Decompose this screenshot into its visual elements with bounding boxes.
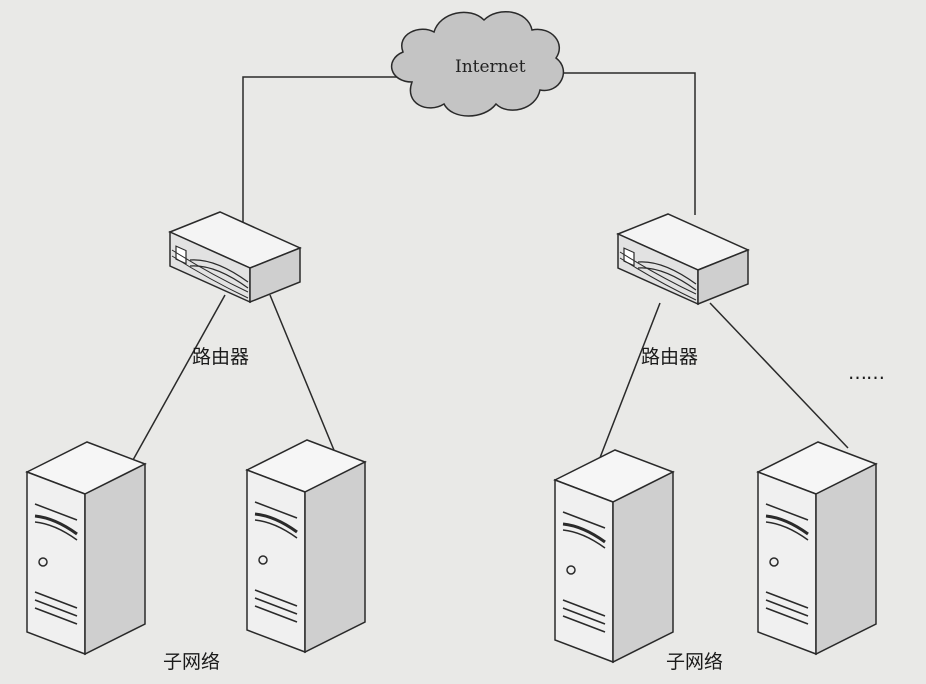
cloud-icon xyxy=(390,11,565,117)
link-router-left-server-1 xyxy=(132,294,226,461)
server-icon xyxy=(245,438,367,654)
connection-lines xyxy=(132,72,849,469)
link-cloud-router-right xyxy=(545,72,696,215)
router-icon xyxy=(617,213,749,305)
ellipsis-label: …… xyxy=(848,362,885,384)
router-label-right: 路由器 xyxy=(641,346,699,368)
subnet-label-right: 子网络 xyxy=(666,651,724,673)
link-router-right-server-3 xyxy=(595,302,661,469)
router-label-left: 路由器 xyxy=(192,346,250,368)
subnet-label-left: 子网络 xyxy=(163,651,221,673)
router-icon xyxy=(169,211,301,303)
server-icon xyxy=(756,440,878,656)
server-icon xyxy=(25,440,147,656)
server-icon xyxy=(553,448,675,664)
cloud-label: Internet xyxy=(455,57,526,77)
link-cloud-router-left xyxy=(242,76,405,225)
link-router-left-server-2 xyxy=(269,294,337,456)
link-router-right-server-4 xyxy=(709,302,849,449)
